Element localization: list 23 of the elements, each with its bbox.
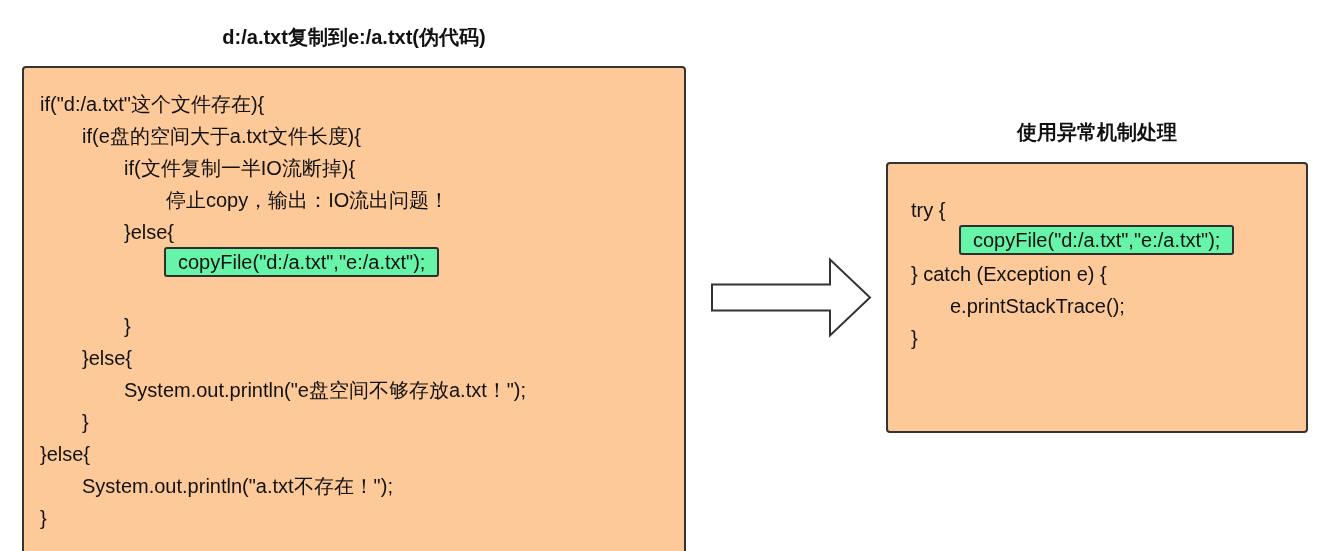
code-line: if(文件复制一半IO流断掉){ — [124, 156, 356, 181]
code-line: } — [40, 506, 47, 531]
code-line: try { — [911, 198, 946, 223]
code-line: e.printStackTrace(); — [950, 294, 1125, 319]
highlight-box — [959, 225, 1235, 255]
highlight-box — [164, 247, 440, 277]
code-line: } — [82, 410, 89, 435]
panel-heading: d:/a.txt复制到e:/a.txt(伪代码) — [222, 24, 486, 50]
code-line: copyFile("d:/a.txt","e:/a.txt"); — [178, 250, 426, 275]
code-line: }else{ — [82, 346, 133, 371]
code-line: }else{ — [40, 442, 91, 467]
code-line: System.out.println("e盘空间不够存放a.txt！"); — [124, 378, 527, 403]
code-line: if("d:/a.txt"这个文件存在){ — [40, 92, 265, 117]
panel-heading: 使用异常机制处理 — [1017, 120, 1177, 145]
code-line: copyFile("d:/a.txt","e:/a.txt"); — [973, 228, 1221, 253]
hollow-arrow — [711, 257, 872, 338]
code-line: 停止copy，输出：IO流出问题！ — [166, 188, 450, 213]
code-line: } — [911, 326, 918, 351]
code-line: }else{ — [124, 220, 175, 245]
code-line: if(e盘的空间大于a.txt文件长度){ — [82, 124, 361, 149]
code-line: System.out.println("a.txt不存在！"); — [82, 474, 393, 499]
code-line: } catch (Exception e) { — [911, 262, 1107, 287]
code-line: } — [124, 314, 131, 339]
